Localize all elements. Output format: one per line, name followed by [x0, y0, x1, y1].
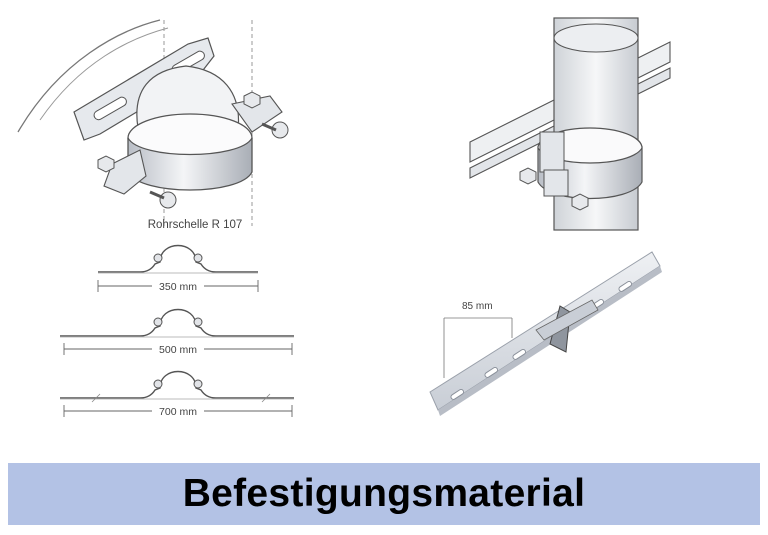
- title-banner: Befestigungsmaterial: [8, 463, 760, 525]
- pole-clamp-drawing: [469, 17, 671, 231]
- nut-icon: [571, 193, 589, 211]
- bracket-profile-500: [60, 309, 294, 355]
- nut-icon: [97, 91, 261, 173]
- pipe-clamp-drawing: [17, 19, 289, 226]
- illustration: Rohrschelle R 107 350 mm 500 mm 700 mm: [17, 17, 671, 418]
- bracket-500-dimension: 500 mm: [159, 344, 197, 356]
- banner-title: Befestigungsmaterial: [182, 472, 586, 515]
- perforated-strap: [429, 251, 662, 416]
- clamp-caption: Rohrschelle R 107: [148, 219, 243, 231]
- bolt-icon: [261, 121, 289, 139]
- strap-dimension: 85 mm: [462, 301, 493, 312]
- bracket-700-dimension: 700 mm: [159, 406, 197, 418]
- nut-icon: [519, 167, 537, 185]
- bracket-350-dimension: 350 mm: [159, 281, 197, 293]
- bolt-icon: [149, 190, 177, 209]
